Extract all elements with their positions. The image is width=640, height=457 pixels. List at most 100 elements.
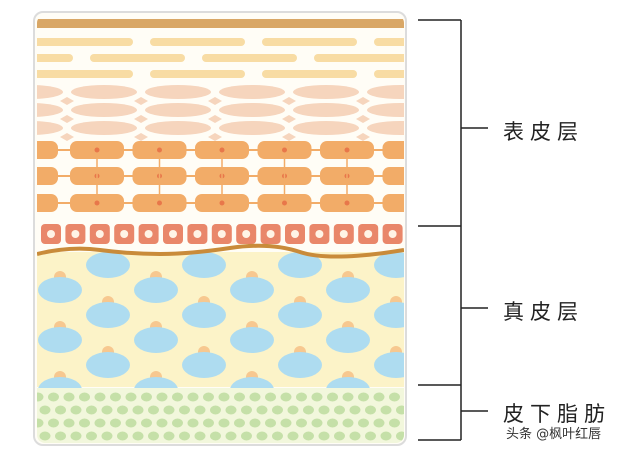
fat-cell (132, 405, 144, 415)
pink-cell (145, 85, 211, 99)
fat-cell (179, 405, 190, 415)
dermis-dot (6, 346, 18, 358)
pink-cell (37, 103, 63, 117)
pink-junction (208, 97, 222, 105)
pink-cell (219, 121, 285, 135)
orange-cell-nucleus (94, 147, 100, 153)
fat-cell (365, 431, 376, 441)
dermis-fiber (374, 252, 404, 278)
fat-cell (203, 418, 214, 428)
pink-cell (145, 121, 211, 135)
label-epidermis: 表皮层 (503, 120, 584, 144)
orange-cell (382, 167, 404, 185)
fat-cell (287, 405, 299, 415)
fat-cell (110, 392, 121, 402)
fat-cell (265, 392, 276, 402)
fat-cell (342, 418, 354, 428)
pink-junction (60, 133, 74, 141)
fat-cell (156, 392, 168, 402)
fat-cell (117, 431, 128, 441)
dermal-epidermal-junction (37, 243, 404, 259)
fat-cell (225, 431, 237, 441)
fat-cell (358, 418, 369, 428)
orange-cell (382, 194, 404, 212)
pale-cell (374, 38, 404, 46)
pale-cell (37, 54, 73, 62)
pink-junction (134, 115, 148, 123)
dermis-fiber (182, 302, 226, 328)
fat-cell (349, 431, 361, 441)
fat-cell (101, 431, 113, 441)
fat-cell (79, 392, 90, 402)
fat-cell (334, 431, 345, 441)
dermis-fiber (230, 327, 274, 353)
orange-cell-nucleus (344, 200, 350, 206)
pink-junction (134, 133, 148, 141)
fat-cell (249, 392, 261, 402)
fat-cell (187, 418, 199, 428)
fat-cell (110, 418, 121, 428)
orange-cell-nucleus (94, 200, 100, 206)
fat-cell (241, 431, 252, 441)
orange-cell-nucleus (344, 147, 350, 153)
fat-cell (296, 418, 307, 428)
fat-cell (389, 418, 400, 428)
dermis-fiber (0, 252, 34, 278)
pink-cell (219, 103, 285, 117)
basal-cell-nucleus (339, 230, 348, 238)
dermis-fiber (0, 302, 34, 328)
pink-junction (60, 97, 74, 105)
pink-cell (37, 121, 63, 135)
basal-cell-nucleus (266, 230, 275, 238)
dermis-fiber (374, 302, 404, 328)
basal-cell-nucleus (144, 230, 153, 238)
pale-cell (314, 54, 404, 62)
fat-cell (179, 431, 190, 441)
basal-cell-nucleus (364, 230, 373, 238)
dermis-dot (438, 371, 450, 383)
fat-cell (280, 392, 292, 402)
pink-junction (430, 97, 444, 105)
pale-cell (37, 70, 55, 78)
fat-cell (241, 405, 252, 415)
fat-cell (63, 392, 75, 402)
fat-cell (39, 431, 51, 441)
fat-cell (280, 418, 292, 428)
fat-cell (218, 392, 230, 402)
fat-cell (334, 405, 345, 415)
dermis-fiber (38, 327, 82, 353)
orange-cell-nucleus (407, 148, 412, 153)
fat-cell (218, 418, 230, 428)
orange-cell-nucleus (219, 200, 225, 206)
dermis-fiber (182, 352, 226, 378)
fat-cell (256, 431, 268, 441)
fat-cell (373, 392, 385, 402)
orange-cell (37, 141, 58, 159)
fat-cell (194, 405, 206, 415)
pale-cell (37, 38, 55, 46)
dermis-fiber (230, 277, 274, 303)
dermis-fiber (278, 302, 322, 328)
dermis-fiber (0, 352, 34, 378)
fat-cell (39, 405, 51, 415)
fat-cell (303, 405, 314, 415)
dermis-dot (6, 396, 18, 408)
fat-cell (318, 431, 330, 441)
fat-cell (86, 405, 97, 415)
pink-junction (356, 133, 370, 141)
pink-cell (71, 103, 137, 117)
pink-junction (208, 115, 222, 123)
fat-cell (396, 405, 404, 415)
dermis-fiber (278, 252, 322, 278)
fat-cell (380, 431, 392, 441)
fat-cell (234, 418, 245, 428)
pink-junction (60, 115, 74, 123)
dermis-fiber (182, 252, 226, 278)
pale-cell (150, 38, 245, 46)
pink-junction (430, 133, 444, 141)
fat-cell (101, 405, 113, 415)
pink-cell (293, 85, 359, 99)
fat-cell (365, 405, 376, 415)
pale-cell (374, 70, 404, 78)
dermis-fiber (134, 277, 178, 303)
